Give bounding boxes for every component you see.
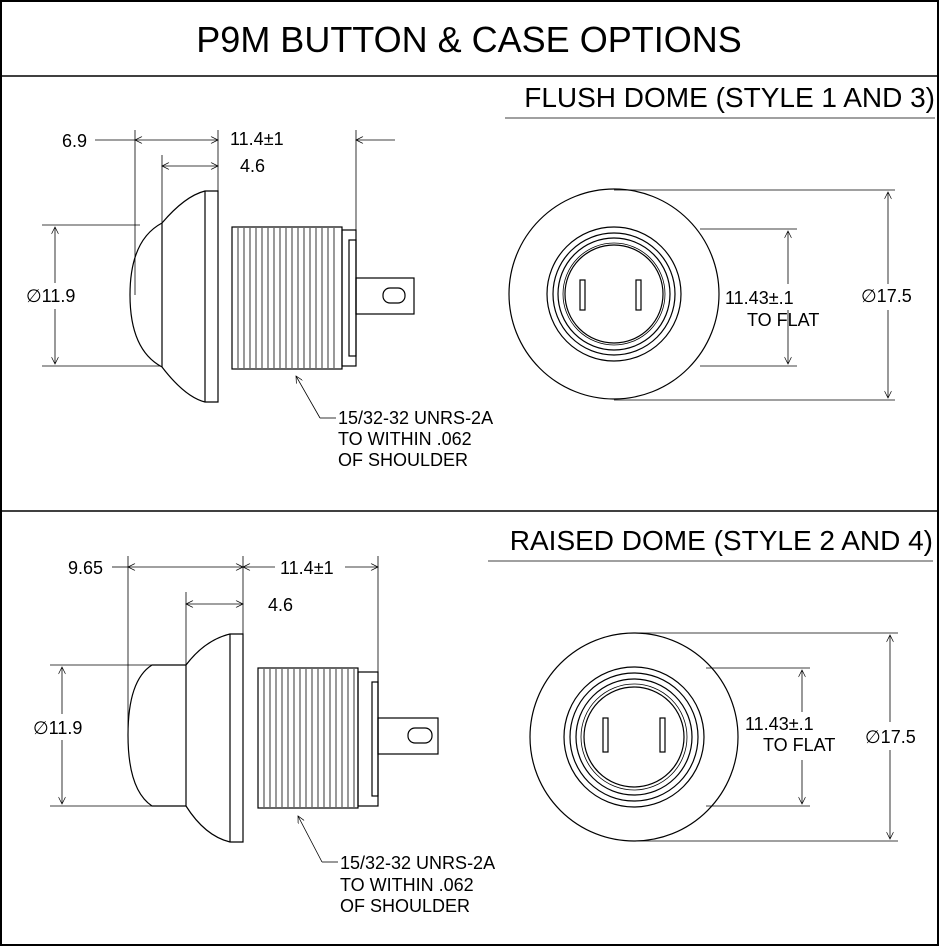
terminal-left [579,279,586,311]
flat-label: TO FLAT [747,310,819,330]
raised-dome [127,664,187,807]
dim-overall: 6.9 [62,131,87,151]
dim-overall: 9.65 [68,558,103,578]
flat-label: TO FLAT [763,735,835,755]
thread-note-line1: 15/32-32 UNRS-2A [338,408,493,428]
thread-note-line1: 15/32-32 UNRS-2A [340,853,495,873]
terminal-right [659,717,666,753]
dim-diameter: ∅11.9 [26,286,75,306]
page-title: P9M BUTTON & CASE OPTIONS [196,19,741,60]
rear-housing [357,671,379,807]
solder-terminal [355,277,415,315]
outer-diameter: ∅17.5 [861,286,912,306]
section-raised-dome: RAISED DOME (STYLE 2 AND 4) [33,525,933,916]
flat-dimension: 11.43±.1 [725,288,794,308]
flat-dimension: 11.43±.1 [745,714,814,734]
thread-body [231,226,343,370]
dim-length: 11.4±1 [280,558,334,578]
thread-lines [237,228,335,368]
outer-bezel-circle [508,188,720,400]
terminal-right [635,279,642,311]
thread-note-line3: OF SHOULDER [338,450,468,470]
solder-terminal [377,717,439,755]
terminal-left [602,717,609,753]
flush-dome [129,222,163,368]
dim-dome: 4.6 [268,595,293,615]
front-view: 11.43±.1 TO FLAT ∅17.5 [529,632,916,842]
section-flush-dome: FLUSH DOME (STYLE 1 AND 3) [26,82,935,470]
section-heading: RAISED DOME (STYLE 2 AND 4) [510,525,933,556]
dim-dome: 4.6 [240,156,265,176]
side-view: 6.9 11.4±1 4.6 ∅11.9 15/32-32 UNRS-2A TO… [26,129,493,470]
thread-note-line2: TO WITHIN .062 [340,875,474,895]
side-view: 9.65 11.4±1 4.6 ∅11.9 15/32-32 UNRS-2A T… [33,556,495,916]
rear-cap [371,681,379,797]
outer-bezel-circle [529,632,739,842]
bezel [185,633,244,843]
thread-note-line2: TO WITHIN .062 [338,429,472,449]
terminal-hole [382,287,406,304]
outer-diameter: ∅17.5 [865,727,916,747]
terminal-hole [407,727,433,744]
rear-cap [348,239,357,357]
thread-body [257,667,359,809]
section-heading: FLUSH DOME (STYLE 1 AND 3) [524,82,935,113]
front-view: 11.43±.1 TO FLAT ∅17.5 [508,188,912,401]
thread-note-line3: OF SHOULDER [340,896,470,916]
thread-lines [263,669,355,807]
dim-length: 11.4±1 [230,129,284,149]
dim-diameter: ∅11.9 [33,718,82,738]
bezel [161,190,219,403]
